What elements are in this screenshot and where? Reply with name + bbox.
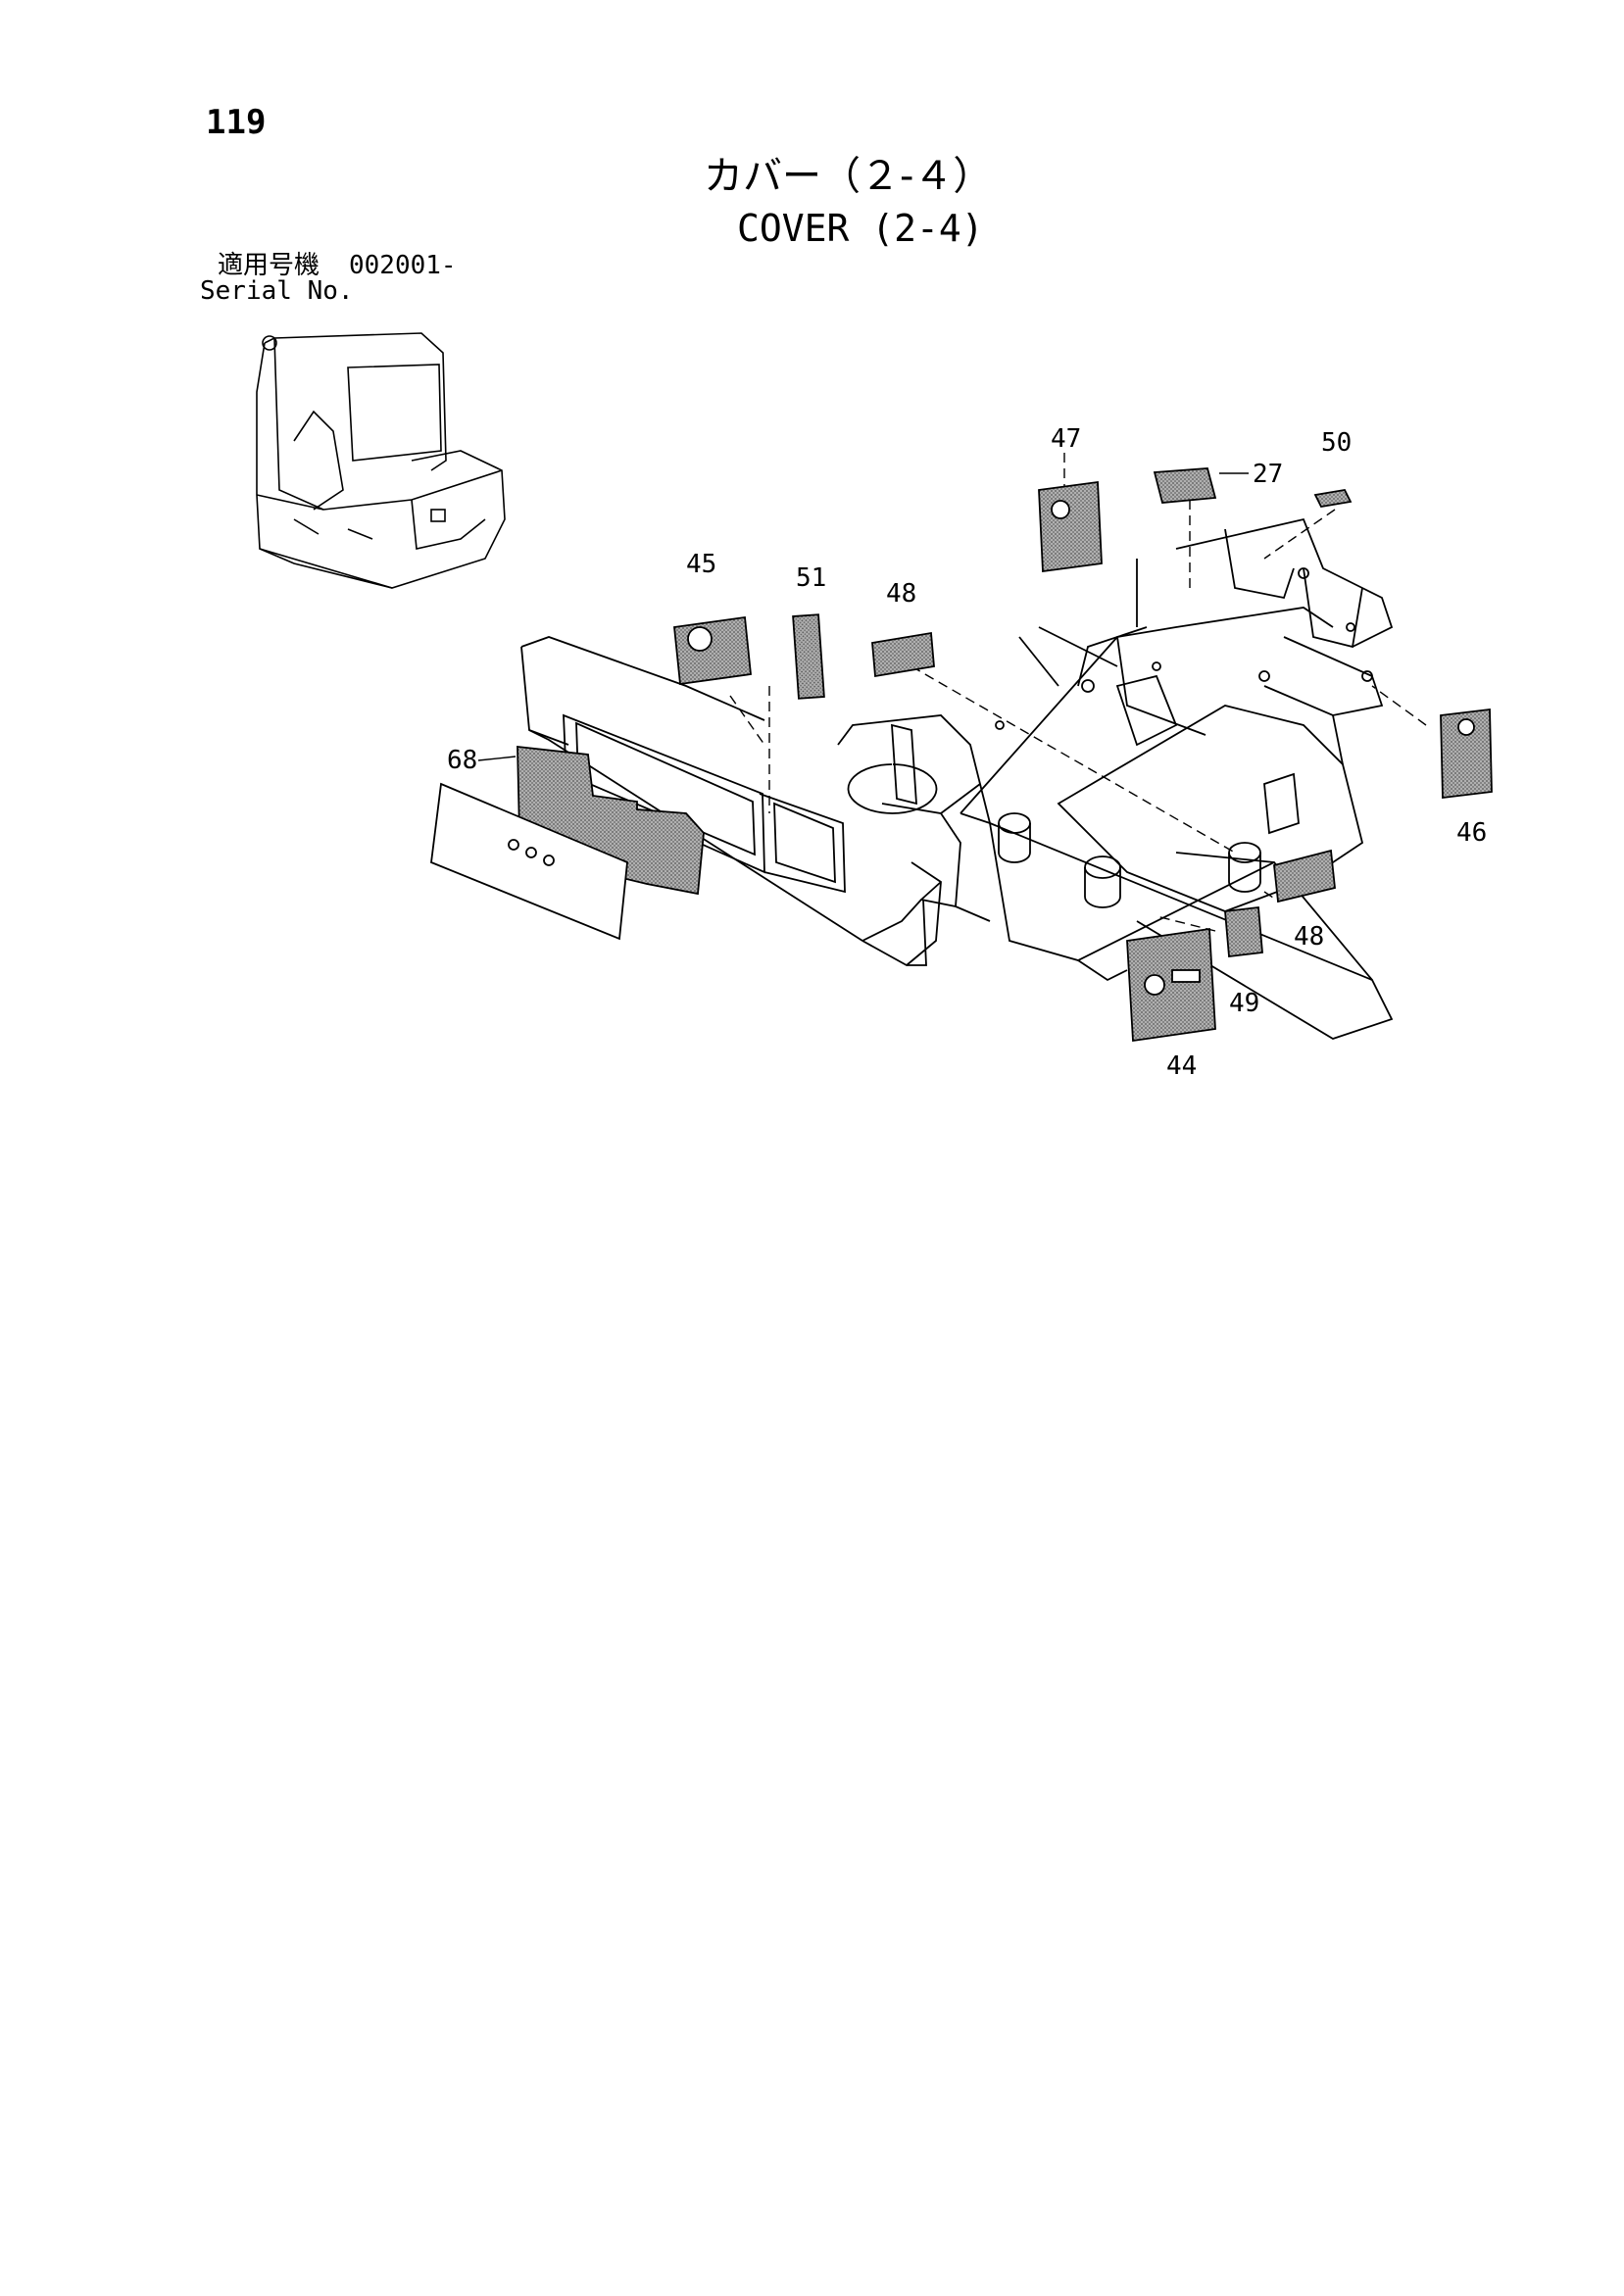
page-number: 119 [206, 103, 267, 142]
callout-49: 49 [1229, 989, 1259, 1018]
callout-47: 47 [1051, 424, 1081, 454]
panel-68 [430, 745, 705, 941]
callout-50: 50 [1321, 428, 1352, 458]
panel-49 [1224, 905, 1263, 958]
panel-27 [1153, 467, 1217, 504]
panel-44 [1126, 927, 1216, 1043]
callout-44: 44 [1166, 1051, 1197, 1081]
callout-48-upper: 48 [886, 579, 916, 609]
panel-45 [673, 615, 752, 686]
callout-51: 51 [796, 563, 826, 593]
callout-46: 46 [1456, 818, 1487, 848]
callout-45: 45 [686, 550, 716, 579]
excavator-thumbnail [256, 332, 506, 589]
page-title-english: COVER (2-4) [737, 207, 984, 250]
serial-label-english: Serial No. [200, 276, 354, 306]
serial-number-value: 002001- [349, 251, 457, 280]
panel-50 [1313, 489, 1353, 508]
panel-51 [792, 613, 825, 700]
callout-68: 68 [447, 746, 477, 775]
upper-frame-drawing [520, 517, 1394, 1040]
serial-label-japanese: 適用号機 [218, 251, 320, 280]
callout-labels: 47 27 50 45 51 48 68 46 48 49 44 [447, 424, 1487, 1081]
panel-48-upper [871, 631, 935, 678]
callout-48-lower: 48 [1294, 922, 1324, 952]
panel-48-lower [1273, 849, 1336, 904]
panel-46 [1440, 708, 1493, 800]
page-title-japanese: カバー（２-４） [704, 154, 993, 199]
panel-47 [1038, 480, 1103, 573]
cover-panels [430, 467, 1493, 1043]
callout-27: 27 [1253, 460, 1283, 489]
